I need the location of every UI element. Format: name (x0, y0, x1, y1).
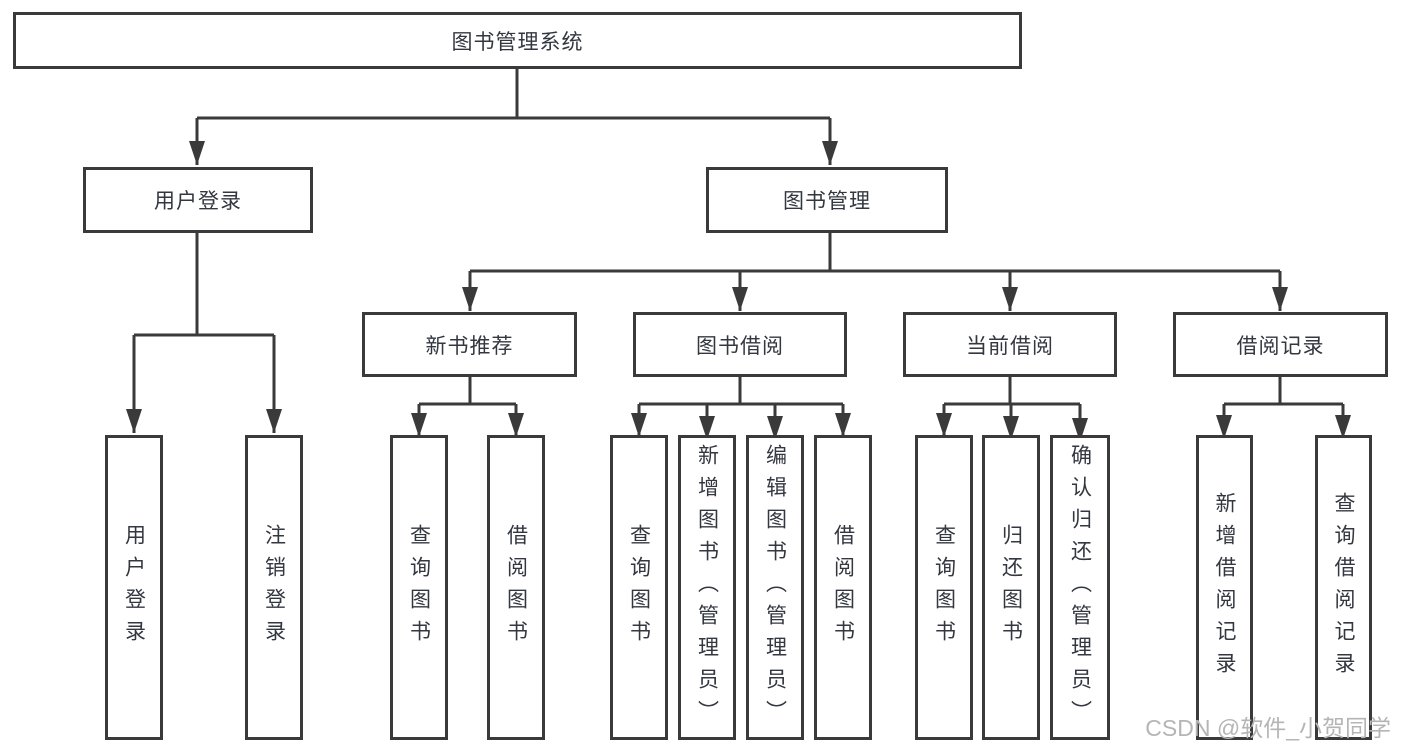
node-user-login-branch: 用户登录 (83, 167, 313, 233)
node-query-borrow-record-label: 查询借阅记录 (1332, 491, 1355, 684)
node-add-books-admin: 新增图书（管理员） (678, 435, 736, 740)
node-query-books-borrowing: 查询图书 (610, 435, 668, 740)
node-user-login-leaf-label: 用户登录 (122, 523, 146, 652)
node-confirm-return-admin: 确认归还（管理员） (1050, 435, 1110, 740)
node-edit-books-admin-label: 编辑图书（管理员） (763, 443, 787, 732)
node-library-system: 图书管理系统 (13, 12, 1022, 69)
node-borrow-books-borrowing: 借阅图书 (814, 435, 872, 740)
node-user-login-leaf: 用户登录 (105, 435, 163, 740)
node-query-books-current-label: 查询图书 (932, 523, 956, 652)
node-confirm-return-admin-label: 确认归还（管理员） (1068, 443, 1092, 732)
node-current-borrowing: 当前借阅 (903, 312, 1117, 377)
node-logout-leaf-label: 注销登录 (262, 523, 286, 652)
node-edit-books-admin: 编辑图书（管理员） (746, 435, 804, 740)
node-borrow-books-borrowing-label: 借阅图书 (831, 523, 855, 652)
node-query-books-recommend: 查询图书 (390, 435, 448, 740)
node-query-books-borrowing-label: 查询图书 (627, 523, 651, 652)
node-add-borrow-record-label: 新增借阅记录 (1213, 491, 1236, 684)
watermark: CSDN @软件_小贺同学 (1145, 715, 1391, 741)
node-new-book-recommend-label: 新书推荐 (425, 334, 514, 358)
node-current-borrowing-label: 当前借阅 (966, 334, 1054, 358)
node-borrow-books-recommend-label: 借阅图书 (504, 523, 528, 652)
node-book-borrowing-label: 图书借阅 (696, 334, 784, 358)
node-library-system-label: 图书管理系统 (451, 30, 584, 54)
node-return-books-label: 归还图书 (999, 523, 1023, 652)
node-add-books-admin-label: 新增图书（管理员） (695, 443, 719, 732)
node-book-management: 图书管理 (706, 167, 948, 233)
node-new-book-recommend: 新书推荐 (362, 312, 577, 377)
node-borrowing-records-label: 借阅记录 (1236, 334, 1325, 358)
node-query-books-current: 查询图书 (915, 435, 973, 740)
node-borrow-books-recommend: 借阅图书 (487, 435, 545, 740)
node-query-books-recommend-label: 查询图书 (407, 523, 431, 652)
node-book-management-label: 图书管理 (783, 190, 871, 213)
node-borrowing-records: 借阅记录 (1173, 312, 1388, 377)
node-add-borrow-record: 新增借阅记录 (1196, 435, 1253, 740)
node-user-login-branch-label: 用户登录 (154, 190, 242, 213)
node-query-borrow-record: 查询借阅记录 (1315, 435, 1372, 740)
node-logout-leaf: 注销登录 (245, 435, 303, 740)
node-book-borrowing: 图书借阅 (633, 312, 847, 377)
node-return-books: 归还图书 (982, 435, 1040, 740)
